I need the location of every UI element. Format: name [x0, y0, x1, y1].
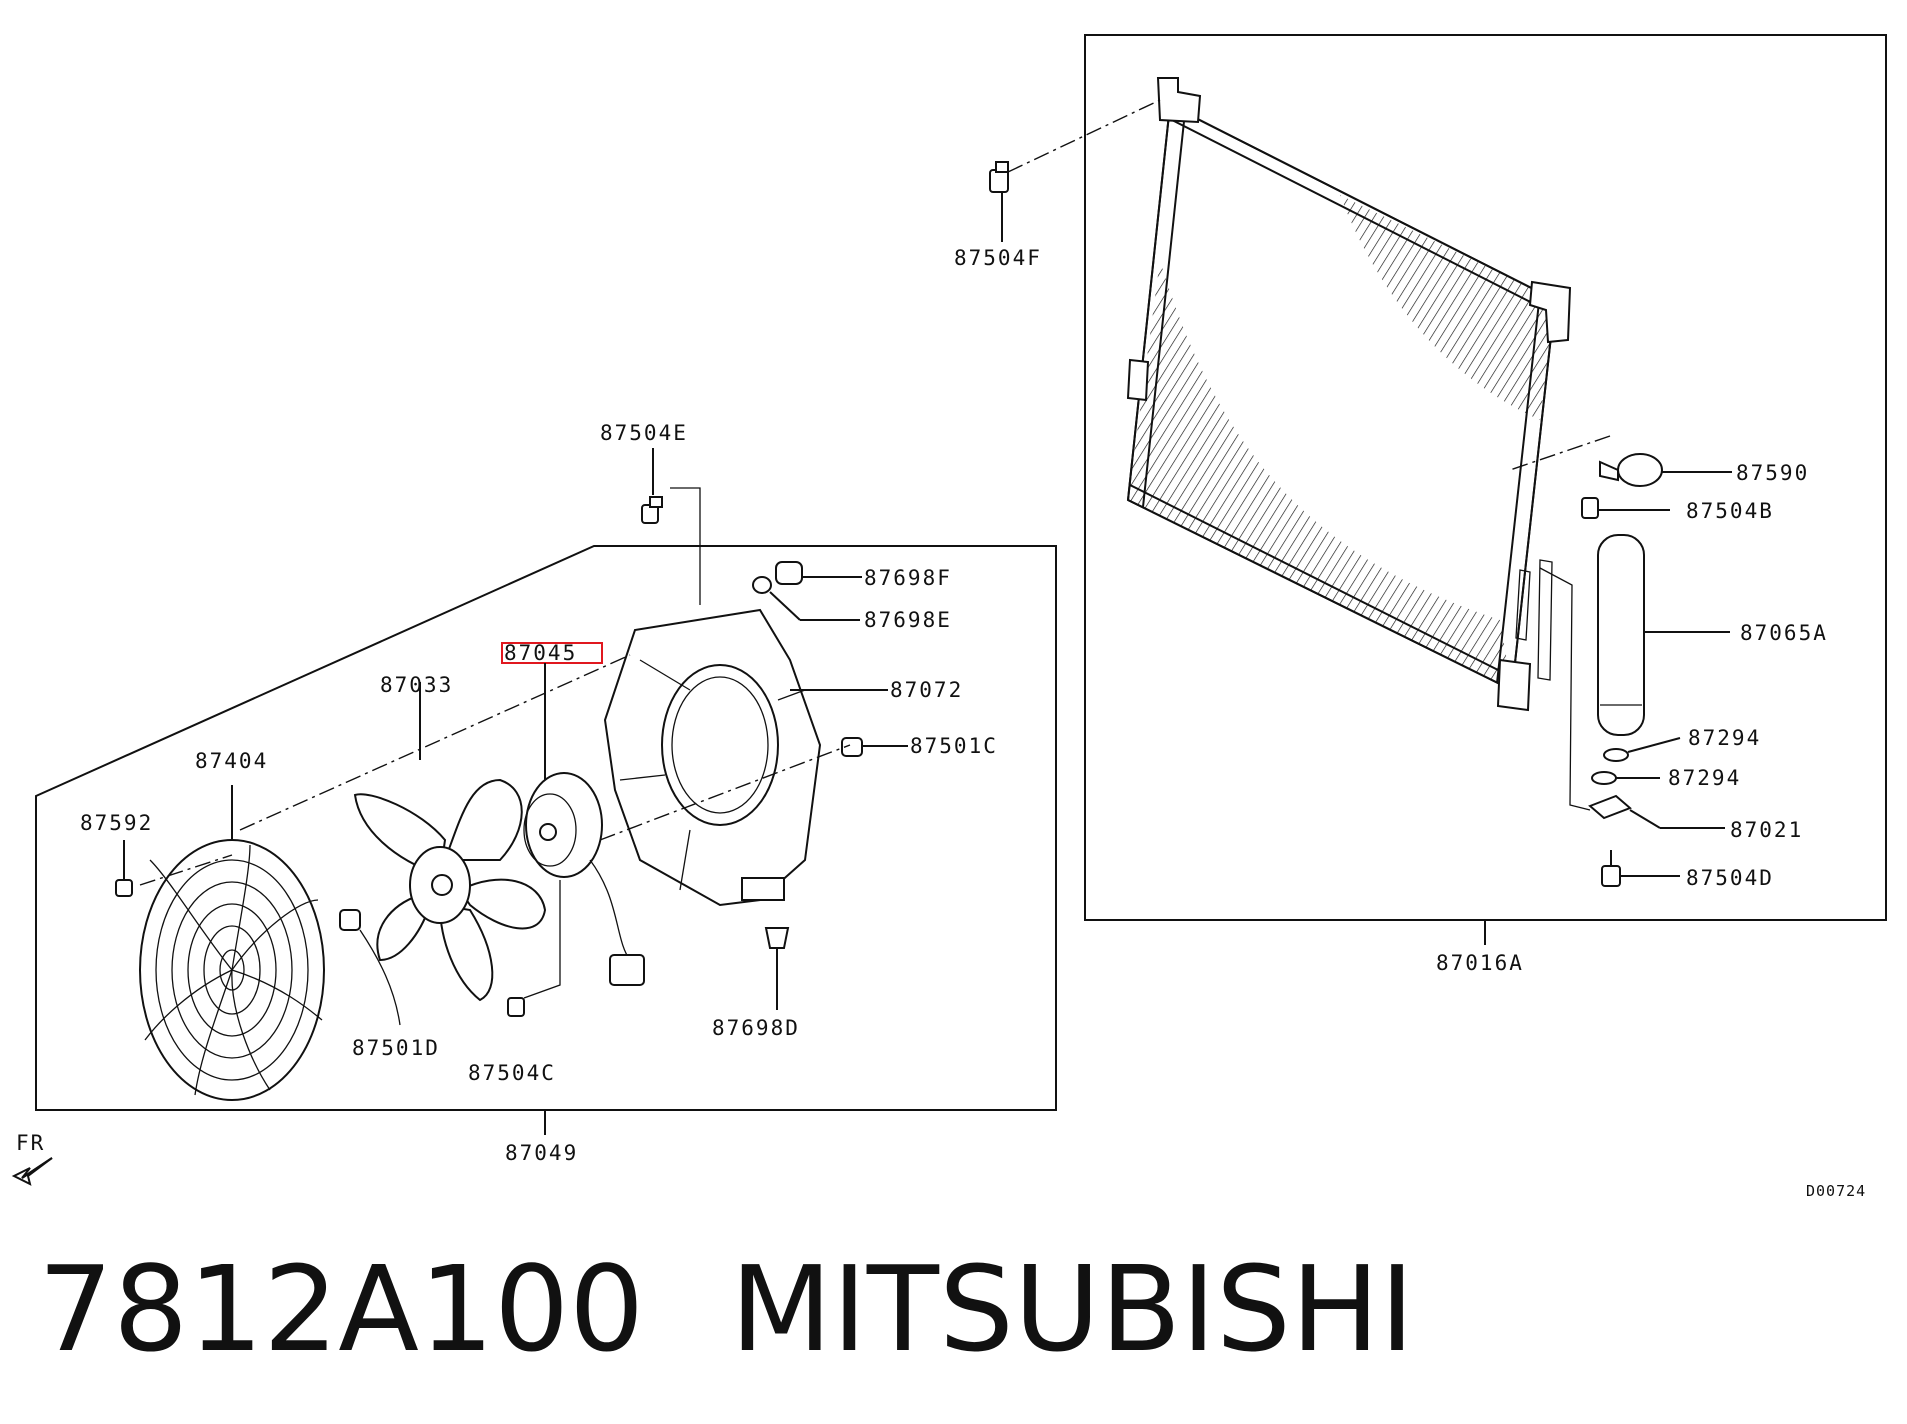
fan-blade-87033[interactable]: [353, 778, 547, 1002]
label-87294-upper: 87294: [1688, 726, 1761, 750]
parts-diagram: 87504F 87504E 87698F 87698E 87045 87072 …: [11, 34, 1887, 1200]
label-87049: 87049: [505, 1141, 578, 1165]
part-number: 7812A100: [38, 1240, 645, 1378]
diagram-code: D00724: [1806, 1182, 1866, 1200]
grommet-87698F-icon[interactable]: [775, 561, 803, 585]
label-87504E: 87504E: [600, 421, 688, 445]
fan-shroud-87072[interactable]: [603, 608, 822, 907]
receiver-drier-87065A[interactable]: [1597, 534, 1645, 736]
label-87501D: 87501D: [352, 1036, 440, 1060]
label-87504F: 87504F: [954, 246, 1042, 270]
label-87698D: 87698D: [712, 1016, 800, 1040]
label-87592: 87592: [80, 811, 153, 835]
label-87021: 87021: [1730, 818, 1803, 842]
fan-guard-87404[interactable]: [139, 839, 325, 1101]
label-87404: 87404: [195, 749, 268, 773]
bolt-87504B-icon[interactable]: [1581, 497, 1599, 519]
o-ring-87294-lower-icon[interactable]: [1591, 771, 1617, 785]
bolt-87504D-icon[interactable]: [1601, 850, 1621, 887]
washer-87698E-icon[interactable]: [752, 576, 772, 594]
label-87504D: 87504D: [1686, 866, 1774, 890]
label-87504B: 87504B: [1686, 499, 1774, 523]
bolt-87504E-icon[interactable]: [641, 496, 663, 524]
label-87016A: 87016A: [1436, 951, 1524, 975]
nut-87501D-icon[interactable]: [339, 909, 361, 931]
condenser-core[interactable]: [1126, 77, 1572, 712]
bolt-87504F-icon[interactable]: [989, 161, 1009, 193]
front-direction-arrow-icon: [11, 1157, 53, 1186]
label-87590: 87590: [1736, 461, 1809, 485]
label-87698E: 87698E: [864, 608, 952, 632]
label-87045: 87045: [504, 641, 577, 665]
bolt-87504C-icon[interactable]: [507, 997, 525, 1017]
label-87504C: 87504C: [468, 1061, 556, 1085]
screw-87592-icon[interactable]: [115, 879, 133, 897]
bracket-87021-icon[interactable]: [1588, 794, 1632, 820]
fan-motor-87045[interactable]: [523, 772, 645, 986]
brand-name: MITSUBISHI: [730, 1240, 1415, 1378]
highlight-box-87045: [501, 642, 603, 664]
label-87033: 87033: [380, 673, 453, 697]
grommet-87698D-icon[interactable]: [764, 927, 790, 949]
label-87698F: 87698F: [864, 566, 952, 590]
label-87072: 87072: [890, 678, 963, 702]
label-87065A: 87065A: [1740, 621, 1828, 645]
label-87501C: 87501C: [910, 734, 998, 758]
label-87294-lower: 87294: [1668, 766, 1741, 790]
clamp-87590-icon[interactable]: [1599, 453, 1663, 487]
label-fr: FR: [16, 1131, 45, 1155]
o-ring-87294-upper-icon[interactable]: [1603, 748, 1629, 762]
